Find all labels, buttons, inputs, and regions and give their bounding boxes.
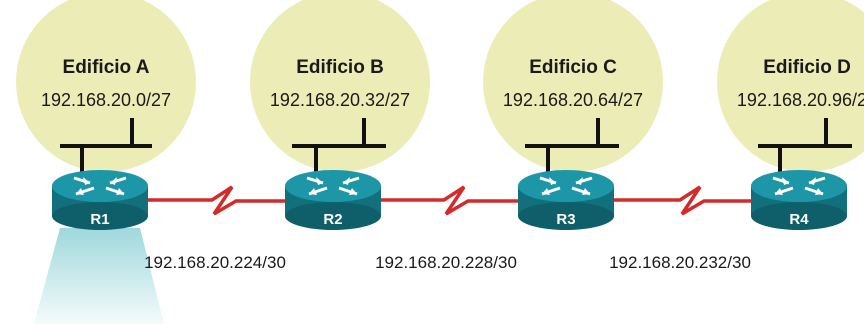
r1-spotlight-beam xyxy=(34,228,164,324)
router-r1[interactable]: R1 xyxy=(52,170,148,230)
router-r4-top xyxy=(751,170,847,202)
lan-b xyxy=(292,118,386,172)
router-r2-label: R2 xyxy=(323,211,342,228)
router-r1-bottom xyxy=(52,202,148,230)
link-r1-r2-network: 192.168.20.224/30 xyxy=(144,253,286,272)
building-d-name: Edificio D xyxy=(763,57,851,78)
building-d-network: 192.168.20.96/27 xyxy=(737,90,864,110)
serial-link-r2-r3 xyxy=(380,185,518,216)
building-c-network: 192.168.20.64/27 xyxy=(503,90,643,110)
building-c xyxy=(483,0,663,172)
building-b-circle xyxy=(250,0,430,172)
router-r2-bottom xyxy=(285,202,381,230)
router-r3-bottom xyxy=(518,202,614,230)
router-r1-top xyxy=(52,170,148,202)
building-a-network: 192.168.20.0/27 xyxy=(41,90,171,110)
lan-a xyxy=(60,118,152,172)
building-a xyxy=(16,0,196,172)
router-r2-top xyxy=(285,170,381,202)
router-r4-label: R4 xyxy=(789,211,809,228)
link-r2-r3-network: 192.168.20.228/30 xyxy=(375,253,517,272)
router-r4-bottom xyxy=(751,202,847,230)
serial-link-r3-r4 xyxy=(612,185,752,216)
serial-link-r1-r2 xyxy=(146,185,286,216)
link-r3-r4-network: 192.168.20.232/30 xyxy=(609,253,751,272)
router-r4[interactable]: R4 xyxy=(751,170,847,230)
router-r3-top xyxy=(518,170,614,202)
building-b xyxy=(250,0,430,172)
router-r2[interactable]: R2 xyxy=(285,170,381,230)
building-b-network: 192.168.20.32/27 xyxy=(270,90,410,110)
building-c-circle xyxy=(483,0,663,172)
building-a-circle xyxy=(16,0,196,172)
building-b-name: Edificio B xyxy=(296,57,384,78)
router-r1-label: R1 xyxy=(90,211,109,228)
router-r3[interactable]: R3 xyxy=(518,170,614,230)
building-c-name: Edificio C xyxy=(529,57,617,78)
lan-c xyxy=(525,118,619,172)
lan-d xyxy=(758,118,852,172)
router-r3-label: R3 xyxy=(556,211,575,228)
building-a-name: Edificio A xyxy=(63,57,150,78)
